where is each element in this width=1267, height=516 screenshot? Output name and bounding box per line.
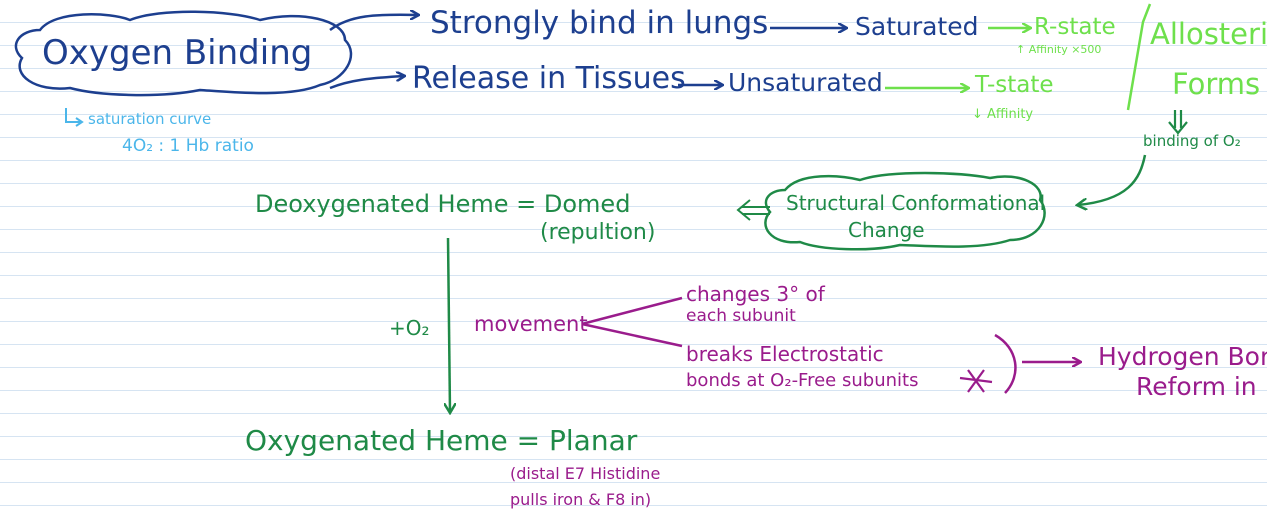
oxygen-binding-title: Oxygen Binding <box>42 33 313 73</box>
changes-tertiary-line2: each subunit <box>686 306 796 326</box>
hydrogen-bonds-line1: Hydrogen Bonds <box>1098 342 1267 371</box>
purple-bracket <box>994 333 1017 394</box>
movement-label: movement <box>474 312 588 336</box>
saturation-curve-note: saturation curve <box>88 110 212 128</box>
arrow-to-strongly-bind <box>329 15 418 32</box>
deoxygenated-heme-domed: Deoxygenated Heme = Domed <box>255 190 631 218</box>
r-state-label: R-state <box>1034 14 1116 40</box>
t-state-label: T-state <box>975 72 1054 98</box>
ratio-note: 4O₂ : 1 Hb ratio <box>122 136 254 156</box>
breaks-electrostatic-line1: breaks Electrostatic <box>686 342 884 366</box>
pulls-iron-note: pulls iron & F8 in) <box>510 490 652 509</box>
saturation-hook-arrow <box>65 108 84 127</box>
structural-change-line1: Structural Conformational <box>786 191 1046 215</box>
allosteric-label: Allosteric <box>1150 17 1267 51</box>
double-arrow-down <box>1168 110 1188 135</box>
unsaturated-label: Unsaturated <box>728 68 883 97</box>
oxygen-binding-cloud <box>14 10 353 97</box>
release-in-tissues: Release in Tissues <box>412 61 686 96</box>
forms-label: Forms <box>1172 67 1261 101</box>
plus-o2-label: +O₂ <box>389 316 430 340</box>
allosteric-bracket <box>1126 3 1152 111</box>
movement-branch <box>581 296 683 348</box>
arrow-deoxy-to-oxy <box>448 237 450 412</box>
arrow-to-release <box>329 76 404 90</box>
breaks-electrostatic-line2: bonds at O₂-Free subunits <box>686 370 919 391</box>
t-state-affinity: ↓ Affinity <box>972 107 1034 122</box>
repulsion-note: (repultion) <box>540 220 656 245</box>
arrow-to-structural-change <box>1078 154 1147 205</box>
implies-arrow-left <box>736 199 770 221</box>
binding-of-o2-label: binding of O₂ <box>1143 132 1241 150</box>
saturated-label: Saturated <box>855 12 979 41</box>
structural-change-line2: Change <box>848 218 925 242</box>
hydrogen-bonds-line2: Reform in <box>1136 372 1257 401</box>
strongly-bind-in-lungs: Strongly bind in lungs <box>430 5 769 41</box>
structural-change-cloud <box>764 171 1046 251</box>
r-state-affinity: ↑ Affinity ×500 <box>1016 43 1102 56</box>
distal-histidine-note: (distal E7 Histidine <box>510 464 661 483</box>
changes-tertiary-line1: changes 3° of <box>686 282 825 306</box>
oxygenated-heme-planar: Oxygenated Heme = Planar <box>245 424 638 457</box>
star-icon <box>959 369 993 393</box>
